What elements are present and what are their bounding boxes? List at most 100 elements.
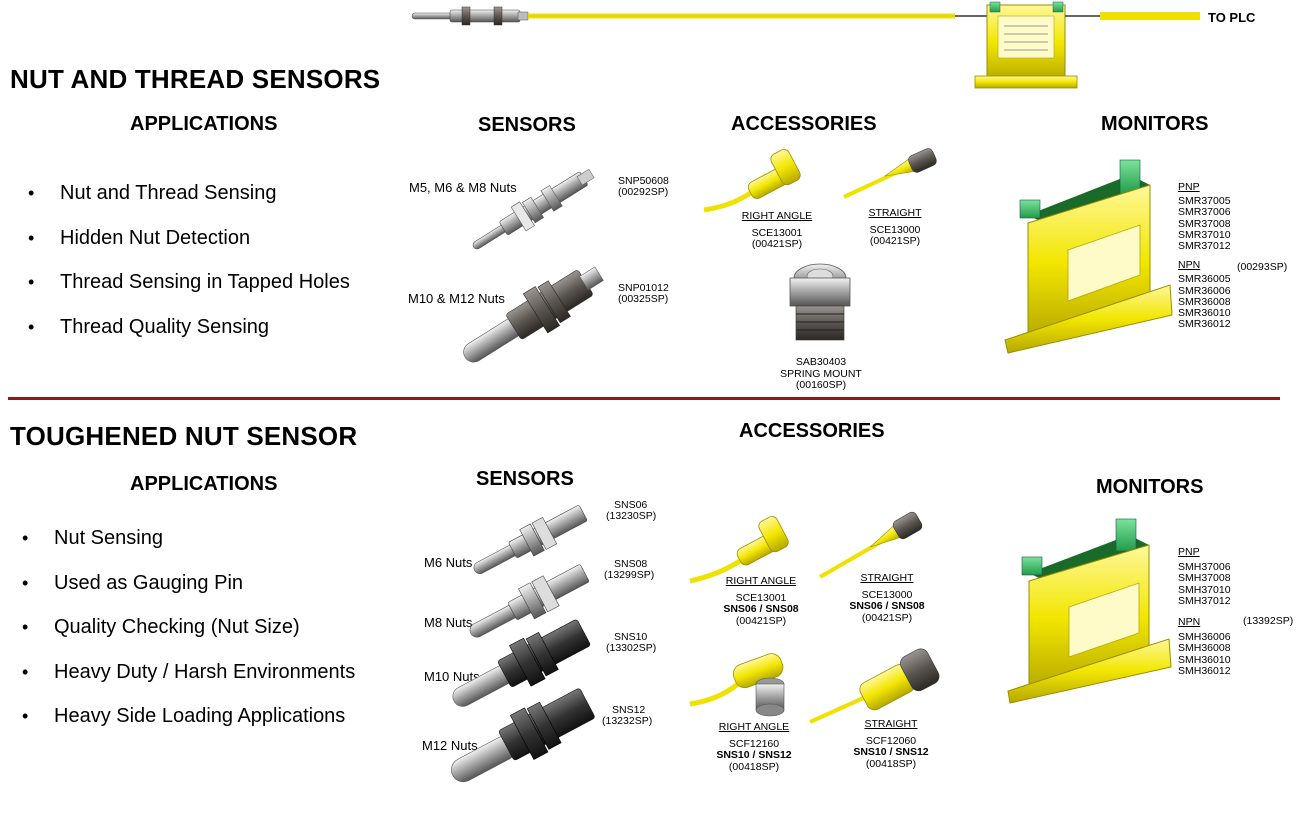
sensor-model: SNS08 (13299SP) xyxy=(604,559,654,581)
accessory-model: SCE13000 xyxy=(869,223,921,236)
sensor-part-code: (00292SP) xyxy=(618,186,669,198)
sensor-model-number: SNS08 xyxy=(614,558,648,570)
application-item: Used as Gauging Pin xyxy=(22,561,355,606)
sensor-sns08-icon xyxy=(458,555,603,650)
section1-monitors-heading: MONITORS xyxy=(1101,113,1209,135)
application-item: Hidden Nut Detection xyxy=(28,216,350,261)
section1-title: NUT AND THREAD SENSORS xyxy=(10,64,381,94)
sensor-model: SNP50608 (00292SP) xyxy=(618,176,669,198)
section2-monitors-heading: MONITORS xyxy=(1096,476,1204,498)
application-item: Nut Sensing xyxy=(22,516,355,561)
monitor-model: SMH37006 xyxy=(1178,561,1231,574)
spring-mount-icon xyxy=(780,256,860,352)
sensor-label: M6 Nuts xyxy=(424,555,473,570)
system-diagram xyxy=(410,0,1210,92)
section1-applications-list: Nut and Thread Sensing Hidden Nut Detect… xyxy=(28,171,350,349)
section2-accessories-heading: ACCESSORIES xyxy=(739,420,885,442)
monitor-unit-icon xyxy=(1000,155,1175,365)
accessory-code: (00421SP) xyxy=(735,614,787,627)
section2-sensors-heading: SENSORS xyxy=(476,468,574,490)
section1-accessories-heading: ACCESSORIES xyxy=(731,113,877,135)
npn-label: NPN xyxy=(1178,616,1201,629)
accessory-code: (00418SP) xyxy=(728,760,780,773)
application-item: Quality Checking (Nut Size) xyxy=(22,605,355,650)
accessory-caption: STRAIGHT SCE13000 (00421SP) xyxy=(860,207,930,248)
monitor-model: SMH37008 xyxy=(1178,572,1231,585)
accessory-model: SCE13001 xyxy=(751,226,803,239)
monitor-model: SMH36008 xyxy=(1178,642,1231,655)
monitor-part-code: (00293SP) xyxy=(1237,261,1288,273)
sensor-model-number: SNS12 xyxy=(612,704,646,716)
sensor-snp50608-icon xyxy=(458,160,608,260)
monitor-model: SMR36010 xyxy=(1178,307,1231,320)
pnp-label: PNP xyxy=(1178,546,1200,558)
accessory-model: SCE13001 xyxy=(735,591,787,604)
npn-label: NPN xyxy=(1178,259,1201,272)
monitor-unit-icon xyxy=(1004,515,1174,710)
sensor-model-number: SNP50608 xyxy=(618,175,669,187)
accessory-fits: SNS06 / SNS08 xyxy=(849,600,925,612)
sensor-model-number: SNS10 xyxy=(614,631,648,643)
sensor-model: SNS12 (13232SP) xyxy=(602,705,652,727)
application-item: Thread Quality Sensing xyxy=(28,305,350,350)
monitor-model: SMH36012 xyxy=(1178,664,1231,677)
application-item: Heavy Duty / Harsh Environments xyxy=(22,650,355,695)
to-plc-label: TO PLC xyxy=(1208,10,1256,25)
application-item: Nut and Thread Sensing xyxy=(28,171,350,216)
accessory-type: RIGHT ANGLE xyxy=(741,210,813,222)
accessory-fits: SNS10 / SNS12 xyxy=(853,746,929,758)
monitor-model: SMR36012 xyxy=(1178,318,1231,331)
straight-cable-icon xyxy=(818,505,928,580)
sensor-label: M10 Nuts xyxy=(424,669,480,684)
monitor-models-pnp: PNP SMR37005 SMR37006 SMR37008 SMR37010 … xyxy=(1178,181,1231,331)
right-angle-cable-icon xyxy=(688,505,803,585)
sensor-part-code: (13302SP) xyxy=(606,642,657,654)
accessory-type: SPRING MOUNT xyxy=(780,367,862,380)
probe-sensor-icon xyxy=(411,6,529,26)
accessory-caption: STRAIGHT SCF12060 SNS10 / SNS12 (00418SP… xyxy=(850,718,932,770)
accessory-caption: SAB30403 SPRING MOUNT (00160SP) xyxy=(776,356,866,392)
sensor-part-code: (00325SP) xyxy=(618,293,669,305)
accessory-caption: RIGHT ANGLE SCF12160 SNS10 / SNS12 (0041… xyxy=(713,721,795,773)
application-item: Thread Sensing in Tapped Holes xyxy=(28,260,350,305)
sensor-label: M5, M6 & M8 Nuts xyxy=(409,180,517,195)
accessory-code: (00418SP) xyxy=(865,757,917,770)
section2-title: TOUGHENED NUT SENSOR xyxy=(10,421,358,451)
accessory-model: SCF12060 xyxy=(865,734,917,747)
sensor-sns06-icon xyxy=(462,495,602,585)
straight-heavy-cable-icon xyxy=(808,638,948,728)
monitor-model: SMH36006 xyxy=(1178,631,1231,644)
monitor-module-icon xyxy=(974,1,1078,89)
pnp-label: PNP xyxy=(1178,181,1200,193)
monitor-model: SMR36006 xyxy=(1178,284,1231,297)
sensor-model: SNP01012 (00325SP) xyxy=(618,283,669,305)
accessory-caption: RIGHT ANGLE SCE13001 SNS06 / SNS08 (0042… xyxy=(720,575,802,627)
monitor-model: SMH37012 xyxy=(1178,594,1231,607)
accessory-type: STRAIGHT xyxy=(868,207,922,219)
section-divider xyxy=(8,397,1280,400)
sensor-label: M12 Nuts xyxy=(422,738,478,753)
sensor-model-number: SNP01012 xyxy=(618,282,669,294)
section1-sensors-heading: SENSORS xyxy=(478,114,576,136)
monitor-model: SMR37010 xyxy=(1178,228,1231,241)
accessory-type: RIGHT ANGLE xyxy=(725,575,797,587)
monitor-model: SMH37010 xyxy=(1178,583,1231,596)
section1-applications-heading: APPLICATIONS xyxy=(130,113,278,135)
monitor-model: SMR36008 xyxy=(1178,295,1231,308)
accessory-model: SAB30403 xyxy=(795,356,847,368)
sensor-part-code: (13299SP) xyxy=(604,569,655,581)
sensor-part-code: (13230SP) xyxy=(606,510,657,522)
accessory-fits: SNS10 / SNS12 xyxy=(716,749,792,761)
sensor-label: M8 Nuts xyxy=(424,615,473,630)
accessory-caption: RIGHT ANGLE SCE13001 (00421SP) xyxy=(736,210,818,251)
accessory-code: (00421SP) xyxy=(861,611,913,624)
sensor-snp01012-icon xyxy=(448,258,618,373)
right-angle-cable-icon xyxy=(702,140,812,215)
accessory-code: (00160SP) xyxy=(795,379,847,391)
monitor-model: SMH36010 xyxy=(1178,653,1231,666)
monitor-model: SMR37012 xyxy=(1178,240,1231,253)
sensor-model: SNS06 (13230SP) xyxy=(606,500,656,522)
straight-cable-icon xyxy=(842,142,942,202)
section2-applications-heading: APPLICATIONS xyxy=(130,473,278,495)
sensor-model-number: SNS06 xyxy=(614,499,648,511)
